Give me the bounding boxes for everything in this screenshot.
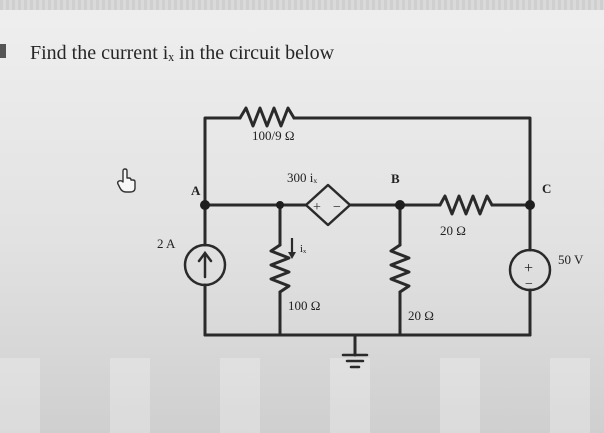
label-ix: iₓ xyxy=(300,243,307,255)
question-number-marker xyxy=(0,44,6,58)
label-node-c: C xyxy=(542,181,551,196)
arrow-up-icon xyxy=(197,250,213,279)
label-node-a: A xyxy=(191,183,201,198)
resistor-b xyxy=(389,243,411,294)
label-voltage-source: 50 V xyxy=(558,252,584,267)
current-arrowhead xyxy=(288,252,296,259)
background-stripes xyxy=(0,358,604,433)
vs-minus: − xyxy=(525,277,533,292)
resistor-top xyxy=(238,106,296,128)
node-b-dot xyxy=(395,200,405,210)
label-node-b: B xyxy=(391,171,400,186)
node-junction-dot xyxy=(276,201,284,209)
label-dep-source: 300 iₓ xyxy=(287,170,317,185)
label-r-bc: 20 Ω xyxy=(440,223,466,238)
dep-minus: − xyxy=(333,200,341,215)
dependent-source xyxy=(304,183,352,227)
label-r-100: 100 Ω xyxy=(288,298,320,313)
dep-plus: + xyxy=(313,200,321,215)
resistor-100 xyxy=(269,243,291,294)
resistor-bc xyxy=(438,194,494,216)
label-r-top: 100/9 Ω xyxy=(252,128,295,143)
hand-cursor-icon xyxy=(116,168,136,193)
wire-top-left xyxy=(203,116,242,207)
question-text: Find the current iₓ in the circuit below xyxy=(30,42,335,64)
label-current-source: 2 A xyxy=(157,236,176,251)
vs-plus: + xyxy=(524,260,533,277)
wire-top-right xyxy=(292,116,532,207)
node-a-dot xyxy=(200,200,210,210)
label-r-b: 20 Ω xyxy=(408,308,434,323)
ground-symbol xyxy=(341,353,369,369)
node-c-dot xyxy=(525,200,535,210)
top-border xyxy=(0,0,604,10)
